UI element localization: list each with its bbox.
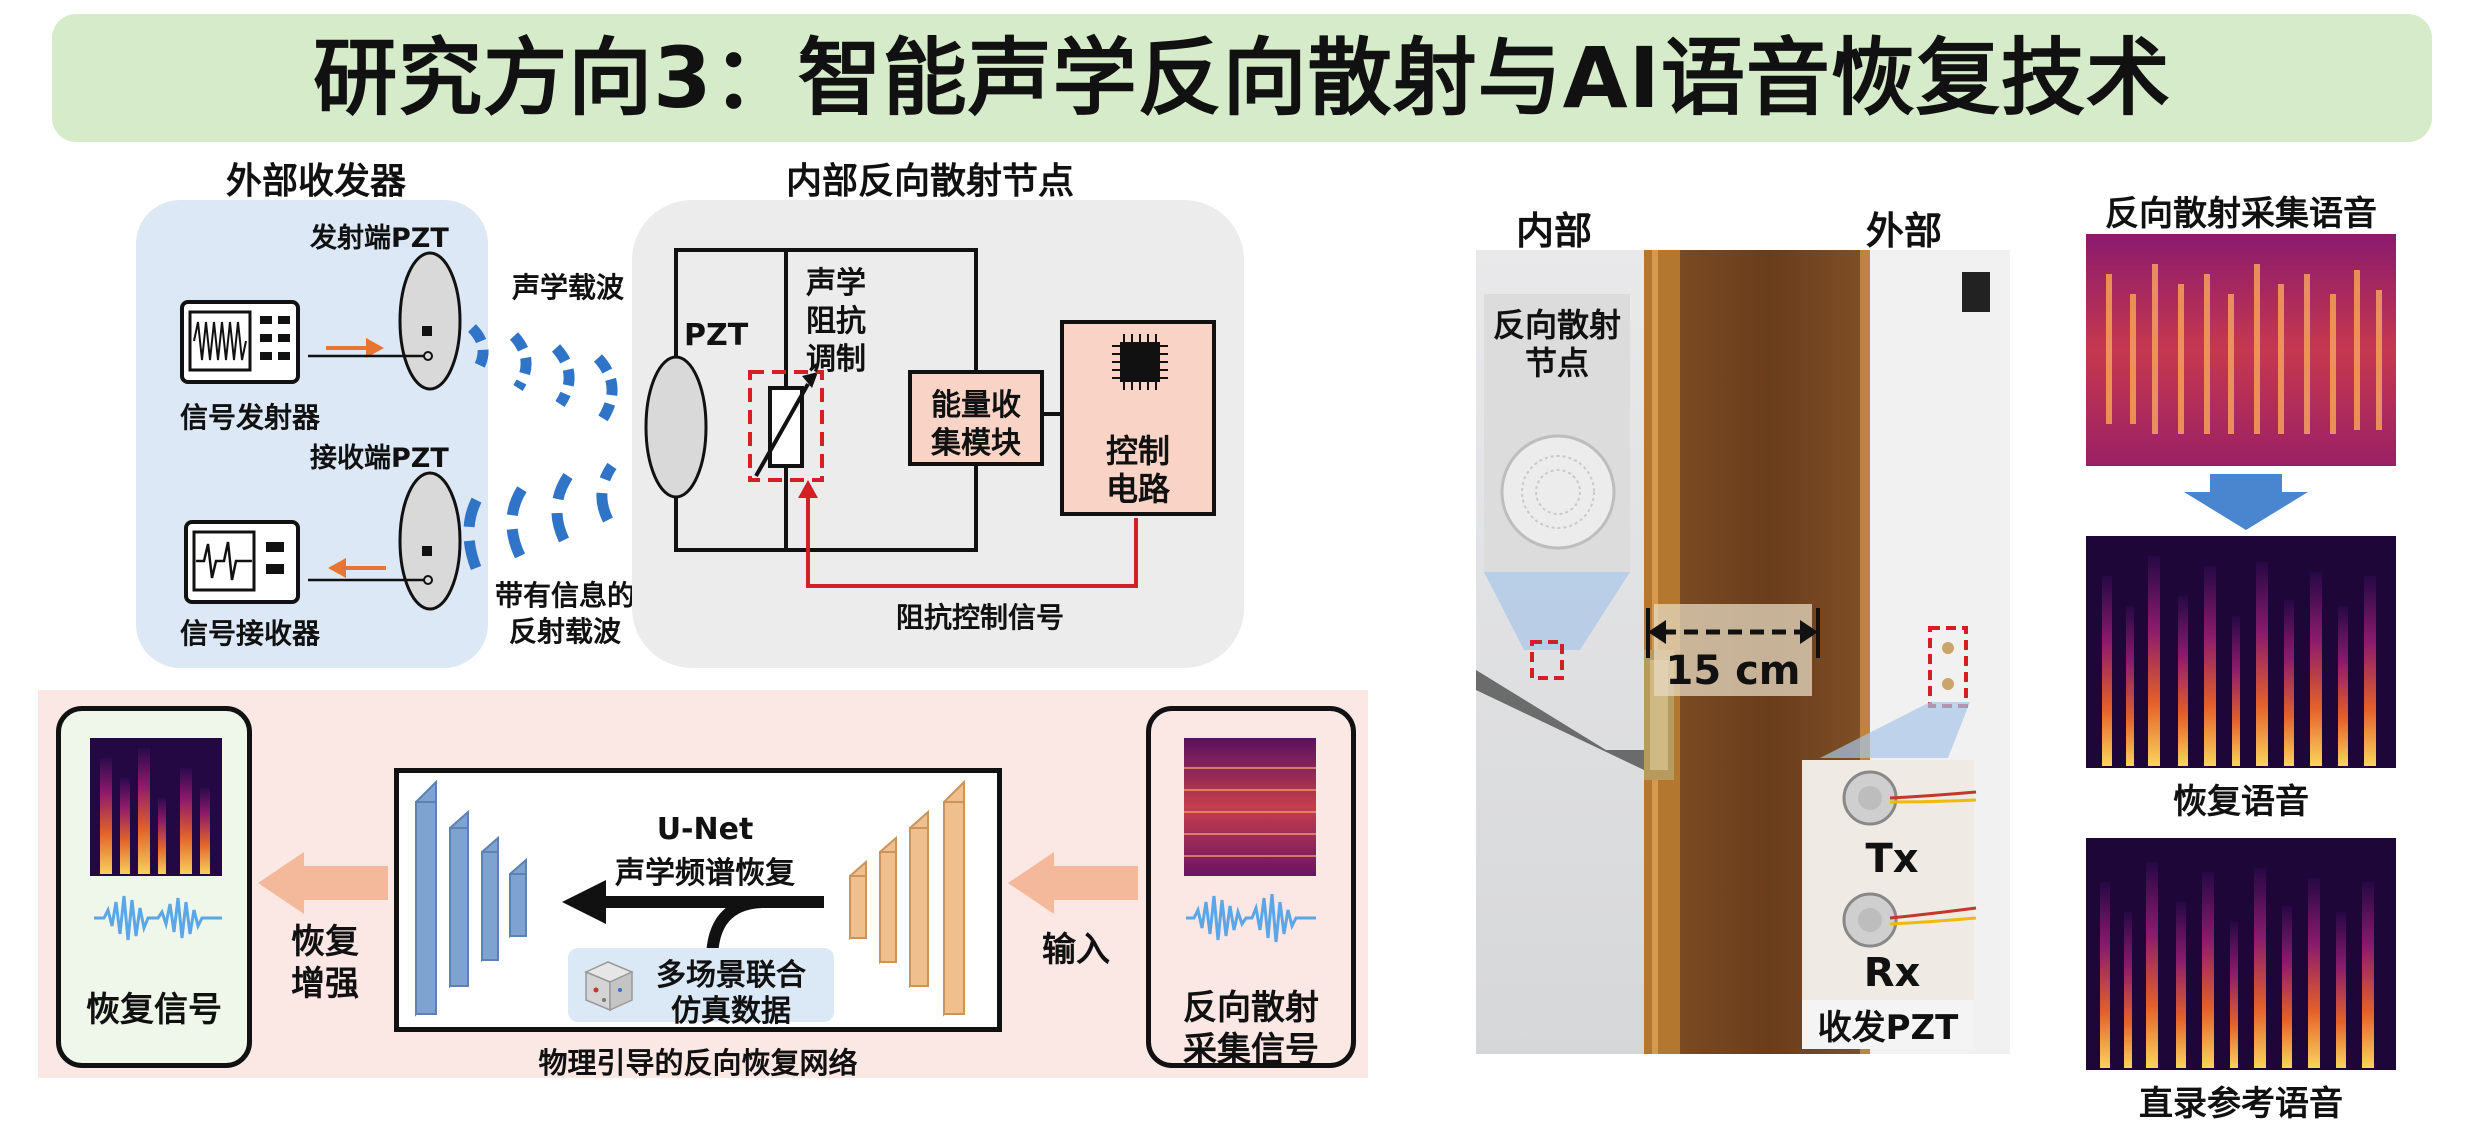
reference-speech-spectrogram (2086, 838, 2396, 1070)
reflected-wave (463, 462, 617, 570)
unet-decoder-blocks (415, 779, 527, 1017)
node-heading: 内部反向散射节点 (785, 161, 1074, 202)
inside-label: 内部 (1516, 209, 1593, 253)
impedance-label-2: 阻抗 (806, 304, 866, 339)
energy-to-control-wire (1044, 412, 1060, 416)
recovered-signal-label: 恢复信号 (86, 990, 222, 1030)
carrier-wave (467, 324, 618, 423)
enhance-label-2: 增强 (291, 964, 359, 1004)
recovered-waveform (94, 895, 222, 941)
node-projection (1484, 572, 1630, 680)
outside-pzt-marker (1820, 626, 1970, 758)
unet-label: U-Net (656, 812, 754, 847)
impedance-label-3: 调制 (806, 342, 866, 377)
down-arrow (2184, 474, 2308, 530)
recovered-speech-label: 恢复语音 (2173, 782, 2309, 822)
energy-harvest-block (908, 370, 1044, 466)
spectrum-recovery-label: 声学频谱恢复 (615, 856, 795, 891)
recovered-speech-spectrogram (2086, 536, 2396, 768)
carrier-label: 声学载波 (512, 271, 625, 304)
pzt-photo-label: 收发PZT (1802, 1000, 1974, 1049)
signal-receiver-icon (184, 520, 300, 604)
enhance-arrow (258, 852, 388, 914)
rx-arrow (328, 558, 386, 578)
receiver-label: 信号接收器 (180, 617, 321, 650)
tx-label: Tx (1865, 836, 1919, 882)
energy-label-2: 集模块 (931, 426, 1021, 461)
generator-label: 信号发射器 (180, 401, 321, 434)
collected-speech-spectrogram (2086, 234, 2396, 466)
collected-label-1: 反向散射 (1183, 988, 1319, 1028)
node-photo-label-1: 反向散射 (1492, 306, 1621, 344)
transceiver-heading: 外部收发器 (225, 161, 406, 202)
unet-encoder-blocks (849, 779, 965, 1017)
tx-pzt-label: 发射端PZT (310, 223, 449, 254)
signal-generator-icon (180, 300, 300, 384)
distance-marker (1646, 604, 1820, 696)
input-label: 输入 (1042, 930, 1110, 970)
rx-pzt-disc (308, 471, 462, 611)
rx-label: Rx (1863, 950, 1921, 996)
tx-pzt-disc (308, 251, 462, 391)
chip-icon (1112, 334, 1168, 390)
collected-speech-title: 反向散射采集语音 (2105, 194, 2377, 234)
energy-label-1: 能量收 (931, 388, 1021, 423)
control-label-2: 电路 (1105, 470, 1170, 508)
page-title: 研究方向3：智能声学反向散射与AI语音恢复技术 (313, 29, 2171, 127)
node-photo-label-2: 节点 (1524, 344, 1589, 382)
recovered-spectrogram (90, 738, 222, 876)
input-arrow (1008, 852, 1138, 914)
distance-label: 15 cm (1665, 648, 1801, 694)
rx-pzt-label: 接收端PZT (310, 443, 449, 474)
tx-arrow (326, 338, 384, 358)
outside-label: 外部 (1866, 209, 1943, 253)
collected-spectrogram (1184, 738, 1316, 876)
node-pzt-label: PZT (684, 318, 749, 353)
reflected-label-line1: 带有信息的 (494, 579, 635, 612)
impedance-label-1: 声学 (806, 266, 866, 301)
sim-data-label-2: 仿真数据 (671, 994, 791, 1029)
node-pzt-disc (644, 355, 708, 499)
network-label: 物理引导的反向恢复网络 (538, 1046, 858, 1080)
control-signal-label: 阻抗控制信号 (895, 601, 1064, 634)
enhance-label-1: 恢复 (291, 922, 359, 962)
collected-waveform (1186, 893, 1316, 943)
sim-data-label-1: 多场景联合 (656, 958, 806, 993)
data-cube-icon (584, 961, 634, 1012)
title-banner (52, 14, 2432, 142)
control-label-1: 控制 (1105, 432, 1170, 470)
reflected-label-line2: 反射载波 (508, 615, 621, 648)
reference-speech-label: 直录参考语音 (2139, 1084, 2343, 1124)
collected-label-2: 采集信号 (1183, 1030, 1319, 1070)
pzt-transducers-icon (1842, 770, 1977, 948)
node-device-icon (1500, 434, 1616, 550)
